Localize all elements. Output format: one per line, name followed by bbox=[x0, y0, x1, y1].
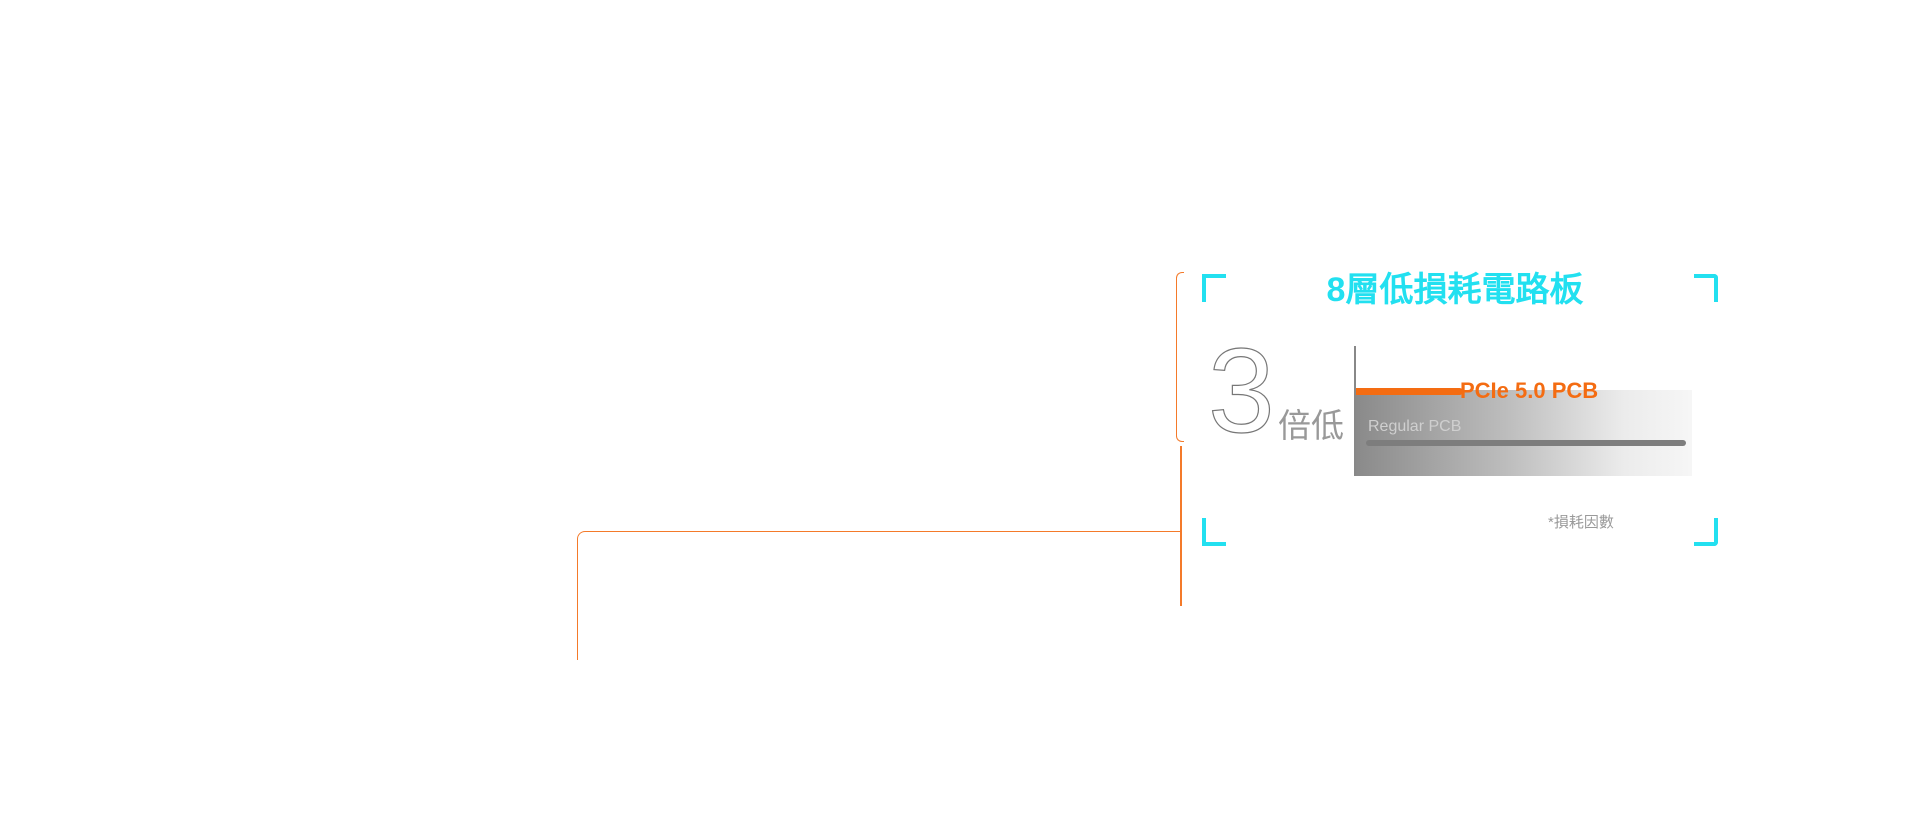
frame-corner-bottom-right bbox=[1694, 518, 1718, 546]
stat-unit: 倍低 bbox=[1278, 407, 1344, 444]
bar-pcie-5-pcb bbox=[1356, 388, 1463, 395]
frame-corner-top-left bbox=[1202, 274, 1226, 302]
feature-title: 8層低損耗電路板 bbox=[1326, 271, 1584, 309]
orange-connector-corner bbox=[577, 531, 588, 542]
frame-corner-bottom-left bbox=[1202, 518, 1226, 546]
label-regular-pcb: Regular PCB bbox=[1368, 418, 1462, 435]
orange-drop-line bbox=[577, 540, 578, 660]
chart-background bbox=[1356, 390, 1692, 476]
stat-number: 3 bbox=[1207, 324, 1275, 458]
label-pcie-5-pcb: PCIe 5.0 PCB bbox=[1460, 378, 1599, 403]
orange-tab-marker bbox=[1176, 272, 1184, 442]
frame-corner-top-right bbox=[1694, 274, 1718, 302]
footnote: *損耗因數 bbox=[1548, 514, 1614, 531]
chart-axis bbox=[1354, 346, 1356, 476]
bar-regular-pcb bbox=[1366, 440, 1686, 446]
orange-horizontal-connector bbox=[586, 531, 1180, 532]
orange-vertical-connector bbox=[1180, 446, 1182, 606]
